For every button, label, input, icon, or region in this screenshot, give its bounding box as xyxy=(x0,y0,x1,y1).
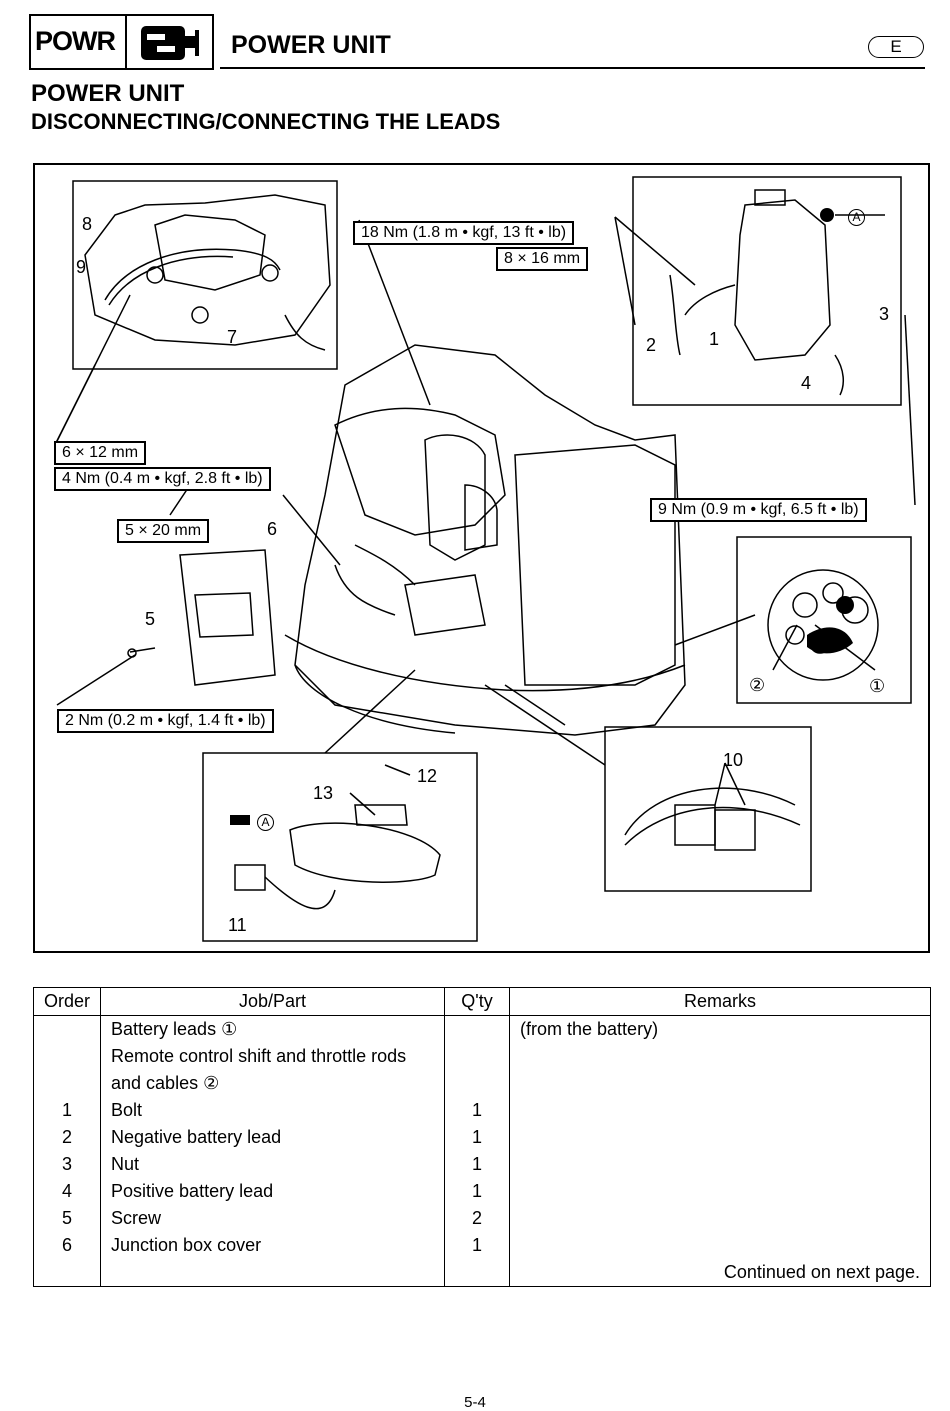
table-row: 2 Negative battery lead 1 xyxy=(32,1124,931,1151)
row-remarks xyxy=(509,1124,931,1151)
continued-note: Continued on next page. xyxy=(509,1259,931,1287)
row-job: Remote control shift and throttle rods a… xyxy=(100,1043,446,1097)
row-remarks xyxy=(509,1232,931,1259)
table-row: 3 Nut 1 xyxy=(32,1151,931,1178)
table-footer-row: Continued on next page. xyxy=(32,1259,931,1287)
callout-6: 6 xyxy=(267,519,278,539)
parts-table: Order Job/Part Q'ty Remarks Battery lead… xyxy=(32,987,931,1287)
header-job: Job/Part xyxy=(100,987,446,1016)
inset-top-left xyxy=(72,180,338,370)
callout-12: 12 xyxy=(417,766,438,786)
callout-9: 9 xyxy=(76,257,87,277)
row-order xyxy=(32,1015,102,1043)
section-code: POWR xyxy=(35,26,116,56)
row-remarks xyxy=(509,1097,931,1124)
size-spec-5x20: 5 × 20 mm xyxy=(117,519,210,543)
row-qty: 1 xyxy=(444,1232,511,1259)
size-spec-6x12: 6 × 12 mm xyxy=(54,441,147,465)
table-row: 1 Bolt 1 xyxy=(32,1097,931,1124)
row-remarks xyxy=(509,1043,931,1097)
callout-circle-1: ① xyxy=(869,676,886,696)
callout-1: 1 xyxy=(709,329,720,349)
row-job: Bolt xyxy=(100,1097,446,1124)
callout-circle-2: ② xyxy=(749,675,766,695)
callout-4: 4 xyxy=(801,373,812,393)
callout-8: 8 xyxy=(82,214,93,234)
language-badge: E xyxy=(868,36,924,58)
torque-spec-9nm: 9 Nm (0.9 m • kgf, 6.5 ft • lb) xyxy=(650,498,867,522)
header-rule xyxy=(220,67,925,69)
row-qty: 1 xyxy=(444,1178,511,1205)
header-title: POWER UNIT xyxy=(231,31,391,59)
row-qty: 1 xyxy=(444,1097,511,1124)
table-row: 5 Screw 2 xyxy=(32,1205,931,1232)
inset-fuse-detail xyxy=(202,752,478,942)
row-job: Battery leads ① xyxy=(100,1015,446,1043)
inset-coupler-detail xyxy=(604,726,812,892)
row-order: 6 xyxy=(32,1232,102,1259)
row-job: Junction box cover xyxy=(100,1232,446,1259)
exploded-diagram: 18 Nm (1.8 m • kgf, 13 ft • lb) 8 × 16 m… xyxy=(33,163,930,953)
table-row: Battery leads ① (from the battery) xyxy=(32,1015,931,1043)
callout-2: 2 xyxy=(646,335,657,355)
table-header-row: Order Job/Part Q'ty Remarks xyxy=(32,987,931,1016)
torque-spec-4nm: 4 Nm (0.4 m • kgf, 2.8 ft • lb) xyxy=(54,467,271,491)
callout-11: 11 xyxy=(228,915,247,935)
header-order: Order xyxy=(32,987,102,1016)
row-order: 3 xyxy=(32,1151,102,1178)
row-remarks: (from the battery) xyxy=(509,1015,931,1043)
size-spec-8x16: 8 × 16 mm xyxy=(496,247,589,271)
table-row: 4 Positive battery lead 1 xyxy=(32,1178,931,1205)
row-qty: 1 xyxy=(444,1151,511,1178)
callout-13: 13 xyxy=(313,783,334,803)
row-order: 4 xyxy=(32,1178,102,1205)
callout-10: 10 xyxy=(723,750,744,770)
subsection-title: DISCONNECTING/CONNECTING THE LEADS xyxy=(31,109,501,134)
table-row: Remote control shift and throttle rods a… xyxy=(32,1043,931,1097)
junction-box-cover-drawing xyxy=(179,549,276,686)
mark-a-top: A xyxy=(848,209,865,226)
inset-connector-detail xyxy=(736,536,912,704)
row-order: 1 xyxy=(32,1097,102,1124)
row-qty: 2 xyxy=(444,1205,511,1232)
torque-spec-2nm: 2 Nm (0.2 m • kgf, 1.4 ft • lb) xyxy=(57,709,274,733)
row-remarks xyxy=(509,1205,931,1232)
row-job: Negative battery lead xyxy=(100,1124,446,1151)
row-remarks xyxy=(509,1178,931,1205)
page-number: 5-4 xyxy=(464,1394,486,1411)
row-job: Positive battery lead xyxy=(100,1178,446,1205)
row-order: 5 xyxy=(32,1205,102,1232)
row-qty xyxy=(444,1043,511,1097)
section-title: POWER UNIT xyxy=(31,80,185,107)
inset-top-right xyxy=(632,176,902,406)
mark-a-bottom: A xyxy=(257,814,274,831)
diagram-drawing xyxy=(54,176,916,942)
engine-icon xyxy=(141,26,199,60)
torque-spec-18nm: 18 Nm (1.8 m • kgf, 13 ft • lb) xyxy=(353,221,575,245)
row-job: Screw xyxy=(100,1205,446,1232)
row-job: Nut xyxy=(100,1151,446,1178)
header-qty: Q'ty xyxy=(444,987,511,1016)
row-remarks xyxy=(509,1151,931,1178)
row-qty xyxy=(444,1015,511,1043)
section-tab-divider xyxy=(125,16,127,68)
row-order xyxy=(32,1043,102,1097)
row-qty: 1 xyxy=(444,1124,511,1151)
callout-5: 5 xyxy=(145,609,156,629)
callout-3: 3 xyxy=(879,304,890,324)
table-row: 6 Junction box cover 1 xyxy=(32,1232,931,1259)
header-remarks: Remarks xyxy=(509,987,931,1016)
section-tab: POWR xyxy=(29,14,214,70)
row-order: 2 xyxy=(32,1124,102,1151)
callout-7: 7 xyxy=(227,327,238,347)
